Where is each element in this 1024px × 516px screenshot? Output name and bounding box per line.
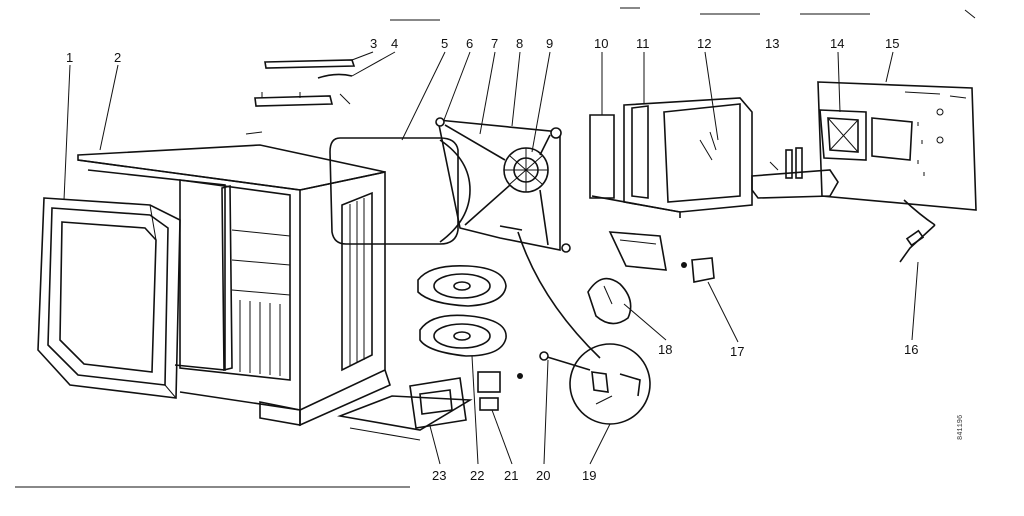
callout-5: 5 bbox=[441, 36, 448, 51]
spring-wire bbox=[517, 231, 601, 359]
callout-16: 16 bbox=[904, 342, 918, 357]
callout-20: 20 bbox=[536, 468, 550, 483]
callout-3: 3 bbox=[370, 36, 377, 51]
base-plate-13 bbox=[751, 147, 839, 199]
cabinet bbox=[77, 144, 391, 427]
rear-panel bbox=[817, 81, 977, 211]
bracket-parts-3-4 bbox=[254, 59, 356, 107]
callout-8: 8 bbox=[516, 36, 523, 51]
callout-12: 12 bbox=[697, 36, 711, 51]
callout-17: 17 bbox=[730, 344, 744, 359]
callout-19: 19 bbox=[582, 468, 596, 483]
power-cord-16 bbox=[899, 199, 936, 263]
callout-15: 15 bbox=[885, 36, 899, 51]
callout-23: 23 bbox=[432, 468, 446, 483]
leader-lines bbox=[63, 51, 919, 465]
callout-22: 22 bbox=[470, 468, 484, 483]
callout-6: 6 bbox=[466, 36, 473, 51]
callout-labels: 1 2 3 4 5 6 7 8 9 10 11 12 13 14 15 16 1… bbox=[66, 36, 918, 483]
detail-circle-19 bbox=[569, 343, 651, 425]
callout-1: 1 bbox=[66, 50, 73, 65]
callout-13: 13 bbox=[765, 36, 779, 51]
callout-9: 9 bbox=[546, 36, 553, 51]
clip-17 bbox=[681, 257, 715, 283]
speakers-22 bbox=[417, 264, 507, 357]
callout-7: 7 bbox=[491, 36, 498, 51]
tray-23 bbox=[337, 377, 473, 441]
bracket-assembly bbox=[608, 231, 667, 271]
component-21 bbox=[477, 371, 523, 411]
front-bezel bbox=[37, 197, 181, 399]
mounting-frame-assembly bbox=[435, 117, 571, 253]
screw-20 bbox=[539, 351, 591, 371]
callout-14: 14 bbox=[830, 36, 844, 51]
margin-marks bbox=[15, 7, 976, 488]
stamp-code: 841196 bbox=[957, 415, 965, 440]
callout-21: 21 bbox=[504, 468, 518, 483]
flyback-part-10 bbox=[589, 110, 615, 199]
part-18 bbox=[587, 277, 632, 325]
callout-11: 11 bbox=[636, 36, 650, 51]
callout-2: 2 bbox=[114, 50, 121, 65]
chassis-box bbox=[591, 97, 753, 218]
callout-4: 4 bbox=[391, 36, 398, 51]
picture-tube bbox=[245, 131, 471, 245]
callout-18: 18 bbox=[658, 342, 672, 357]
callout-10: 10 bbox=[594, 36, 608, 51]
